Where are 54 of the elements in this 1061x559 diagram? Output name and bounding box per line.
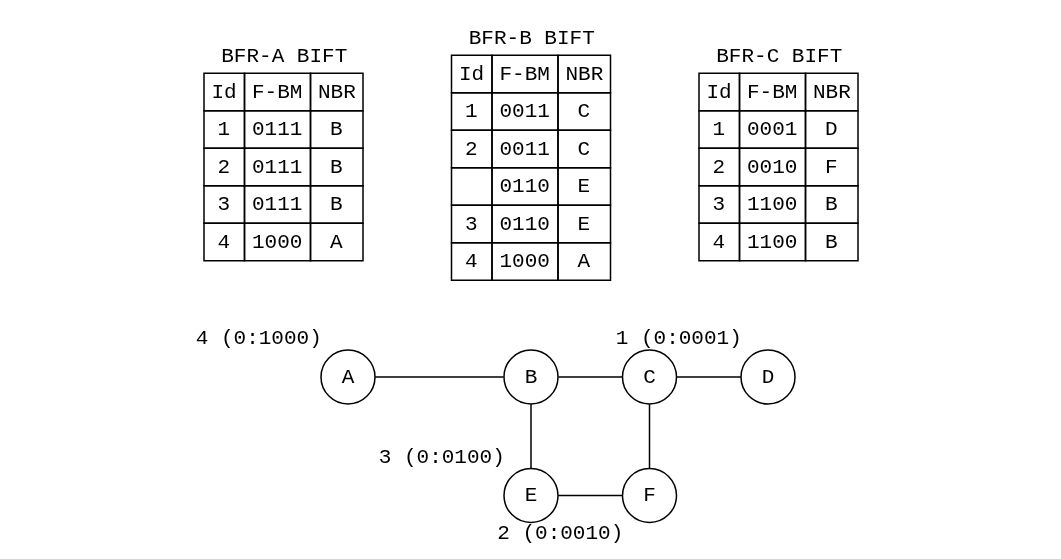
label: B: [329, 118, 343, 142]
label: F-BM: [251, 80, 302, 104]
label: 1100: [746, 193, 797, 217]
label: F-BM: [746, 80, 797, 104]
label: B: [824, 230, 838, 254]
label: 0110: [499, 212, 550, 236]
label: Id: [458, 62, 484, 86]
label: 1: [712, 118, 725, 142]
node-label: 3 (0:0100): [378, 445, 505, 469]
label: 0111: [251, 193, 302, 217]
label: NBR: [812, 80, 851, 104]
label: BFR-A BIFT: [220, 44, 347, 68]
label: 2: [464, 137, 478, 161]
label: C: [577, 100, 590, 124]
label: 1: [464, 100, 478, 124]
label: 3: [712, 193, 725, 217]
label: 0011: [499, 137, 550, 161]
label: B: [329, 155, 343, 179]
node-label: 4 (0:1000): [195, 327, 322, 351]
label: D: [824, 118, 838, 142]
label: 1100: [746, 230, 797, 254]
label: 1000: [499, 250, 550, 274]
label: NBR: [565, 62, 603, 86]
label: A: [577, 250, 590, 274]
label: 0011: [499, 100, 550, 124]
label: 0010: [746, 155, 797, 179]
label: 4: [464, 250, 478, 274]
label: NBR: [317, 80, 356, 104]
label: 1000: [251, 230, 302, 254]
label: 1: [217, 118, 230, 142]
label: 0111: [251, 155, 302, 179]
label: E: [577, 175, 590, 199]
label: 0111: [251, 118, 302, 142]
label: A: [329, 230, 343, 254]
label: E: [577, 212, 590, 236]
label: 3: [464, 212, 478, 236]
label: BFR-B BIFT: [468, 26, 595, 50]
node-label: 2 (0:0010): [496, 522, 623, 546]
label: B: [824, 193, 838, 217]
label: 2: [712, 155, 725, 179]
label: 0110: [499, 175, 550, 199]
label: 2: [217, 155, 230, 179]
label: 3: [217, 193, 230, 217]
label: BFR-C BIFT: [715, 44, 842, 68]
label: F: [824, 155, 838, 179]
label: 4: [217, 230, 230, 254]
label: B: [329, 193, 343, 217]
node-label: 1 (0:0001): [615, 327, 742, 351]
label: Id: [211, 80, 237, 104]
label: C: [577, 137, 590, 161]
label: 0001: [746, 118, 797, 142]
label: Id: [706, 80, 732, 104]
label: F-BM: [499, 62, 550, 86]
label: 4: [712, 230, 725, 254]
